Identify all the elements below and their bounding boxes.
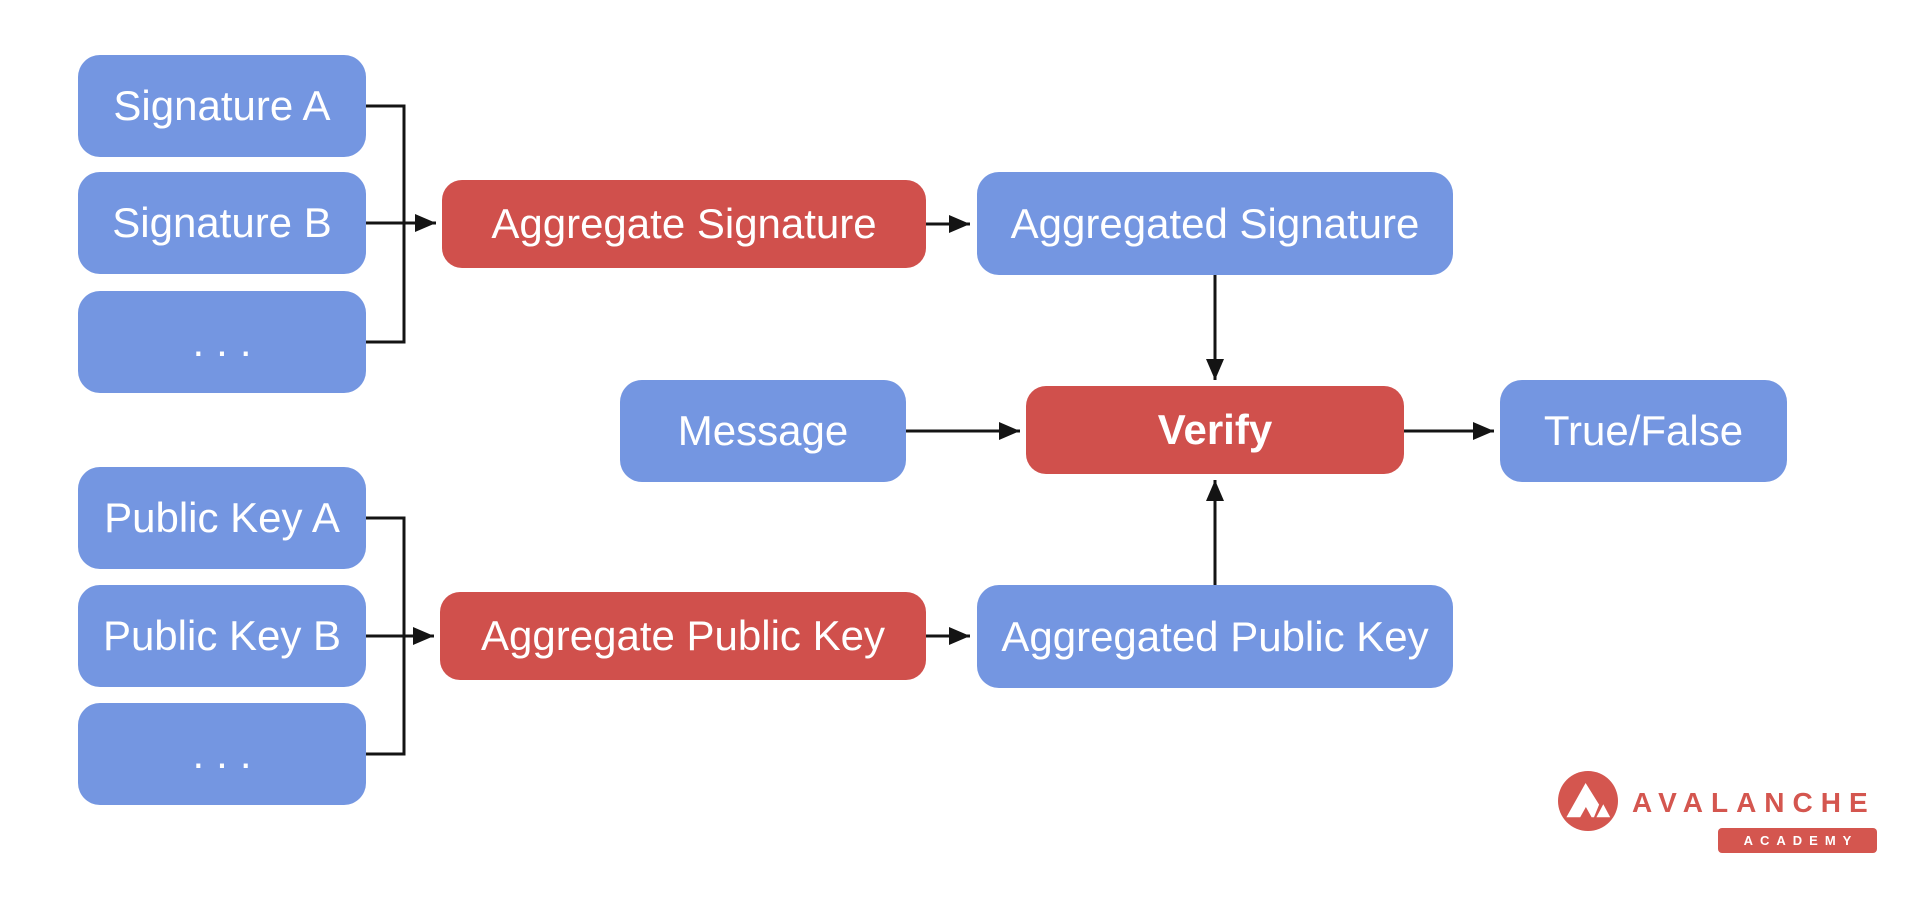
avalanche-logo-icon [1558, 771, 1618, 831]
node-true-false: True/False [1500, 380, 1787, 482]
node-aggregate-signature: Aggregate Signature [442, 180, 926, 268]
node-signature-a: Signature A [78, 55, 366, 157]
node-aggregated-public-key: Aggregated Public Key [977, 585, 1453, 688]
node-aggregated-signature: Aggregated Signature [977, 172, 1453, 275]
node-public-key-a: Public Key A [78, 467, 366, 569]
node-aggregate-public-key: Aggregate Public Key [440, 592, 926, 680]
node-public-keys-ellipsis: ... [78, 703, 366, 805]
logo-brand-text: AVALANCHE [1632, 787, 1876, 818]
node-public-key-b: Public Key B [78, 585, 366, 687]
node-signature-b: Signature B [78, 172, 366, 274]
connector-public-keys-bracket [366, 516, 406, 756]
node-verify: Verify [1026, 386, 1404, 474]
logo-academy-badge: ACADEMY [1718, 828, 1877, 853]
connector-signatures-bracket [366, 104, 406, 344]
node-message: Message [620, 380, 906, 482]
node-signatures-ellipsis: ... [78, 291, 366, 393]
avalanche-academy-logo: AVALANCHE ACADEMY [1558, 771, 1888, 856]
